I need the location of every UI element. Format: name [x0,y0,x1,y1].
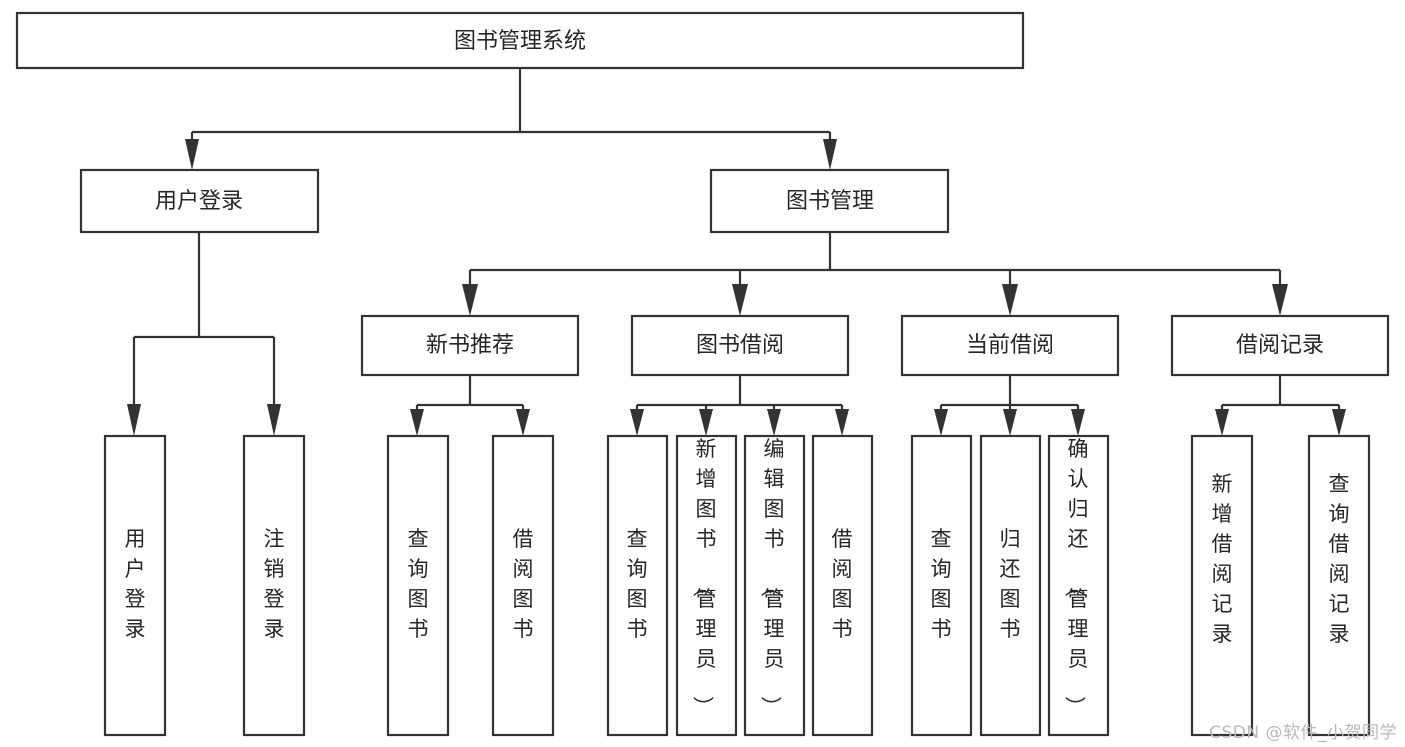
connector-layer [127,68,1346,436]
leaf-label-record-add: 新增借阅记录 [1212,472,1233,646]
arrow-to-borrow-record [1272,284,1288,316]
leaf-node[interactable]: 查询借阅记录 [1307,434,1371,737]
leaf-label-logout: 注销登录 [264,527,285,641]
leaf-box-current-query[interactable] [910,434,973,737]
leaf-node[interactable]: 查询图书 [606,434,669,737]
new-book-recommend-label: 新书推荐 [426,333,514,358]
arrow-to-new-book [462,284,478,316]
leaf-box-record-query[interactable] [1307,434,1371,737]
leaf-node[interactable]: 用户登录 [103,434,167,737]
leaf-box-borrow-add[interactable] [675,434,738,737]
leaf-box-logout[interactable] [242,434,306,737]
leaf-node[interactable]: 借阅图书 [491,434,555,737]
leaf-box-newbook-query[interactable] [386,434,450,737]
current-borrow-box[interactable] [900,314,1120,377]
leaf-node[interactable]: 新增图书（管理员） [675,434,738,737]
leaf-label-user-login: 用户登录 [125,527,146,641]
node-book-borrow[interactable]: 图书借阅 [630,314,850,377]
root-label: 图书管理系统 [454,29,586,54]
leaf-box-borrow-do[interactable] [811,434,874,737]
leaf-label-borrow-query: 查询图书 [627,527,648,641]
arrow-to-borrowrecord-leaf-2 [1332,409,1346,436]
user-login-label: 用户登录 [155,189,243,214]
arrow-to-book-manage [823,139,837,170]
arrow-to-user-login [185,139,199,170]
leaf-label-borrow-edit: 编辑图书（管理员） [759,437,785,717]
borrow-record-label: 借阅记录 [1236,333,1324,358]
leaf-label-current-confirm: 确认归还（管理员） [1063,437,1089,717]
leaf-node[interactable]: 新增借阅记录 [1190,434,1254,737]
leaf-node[interactable]: 查询图书 [386,434,450,737]
csdn-watermark: CSDN @软件_小贺同学 [1209,723,1397,743]
node-current-borrow[interactable]: 当前借阅 [900,314,1120,377]
leaf-node[interactable]: 归还图书 [979,434,1042,737]
leaf-label-borrow-do: 借阅图书 [832,527,853,641]
leaf-box-record-add[interactable] [1190,434,1254,737]
leaf-label-newbook-borrow: 借阅图书 [513,527,534,641]
leaf-box-borrow-query[interactable] [606,434,669,737]
arrow-to-bookborrow-leaf-4 [835,409,849,436]
node-user-login[interactable]: 用户登录 [79,168,320,234]
borrow-record-box[interactable] [1170,314,1390,377]
arrow-to-borrowrecord-leaf-1 [1215,409,1229,436]
leaf-label-newbook-query: 查询图书 [408,527,429,641]
node-root[interactable]: 图书管理系统 [15,11,1025,70]
leaf-label-borrow-add: 新增图书（管理员） [691,437,717,717]
book-manage-box[interactable] [709,168,950,234]
arrow-to-bookborrow-leaf-2 [699,409,713,436]
arrow-to-currentborrow-leaf-1 [934,409,948,436]
leaf-node[interactable]: 注销登录 [242,434,306,737]
leaf-node[interactable]: 编辑图书（管理员） [743,434,806,737]
book-borrow-box[interactable] [630,314,850,377]
user-login-box[interactable] [79,168,320,234]
root-box[interactable] [15,11,1025,70]
arrow-to-leaf-logout [267,404,281,436]
arrow-to-leaf-user-login [127,404,141,436]
arrow-to-currentborrow-leaf-3 [1071,409,1085,436]
leaf-box-user-login[interactable] [103,434,167,737]
arrow-to-newbook-leaf-1 [410,409,424,436]
book-borrow-label: 图书借阅 [696,333,784,358]
leaf-node[interactable]: 查询图书 [910,434,973,737]
leaf-node[interactable]: 借阅图书 [811,434,874,737]
node-borrow-record[interactable]: 借阅记录 [1170,314,1390,377]
book-manage-label: 图书管理 [786,189,874,214]
arrow-to-current-borrow [1002,284,1018,316]
arrow-to-currentborrow-leaf-2 [1003,409,1017,436]
current-borrow-label: 当前借阅 [966,333,1054,358]
leaf-box-newbook-borrow[interactable] [491,434,555,737]
leaf-box-current-return[interactable] [979,434,1042,737]
arrow-to-book-borrow [732,284,748,316]
new-book-recommend-box[interactable] [360,314,580,377]
leaf-label-current-query: 查询图书 [931,527,952,641]
leaf-box-borrow-edit[interactable] [743,434,806,737]
arrow-to-newbook-leaf-2 [516,409,530,436]
node-book-manage[interactable]: 图书管理 [709,168,950,234]
leaf-label-current-return: 归还图书 [1000,527,1021,641]
node-new-book-recommend[interactable]: 新书推荐 [360,314,580,377]
arrow-to-bookborrow-leaf-3 [767,409,781,436]
arrow-to-bookborrow-leaf-1 [630,409,644,436]
leaf-box-current-confirm[interactable] [1047,434,1110,737]
leaf-label-record-query: 查询借阅记录 [1329,472,1350,646]
leaf-node[interactable]: 确认归还（管理员） [1047,434,1110,737]
